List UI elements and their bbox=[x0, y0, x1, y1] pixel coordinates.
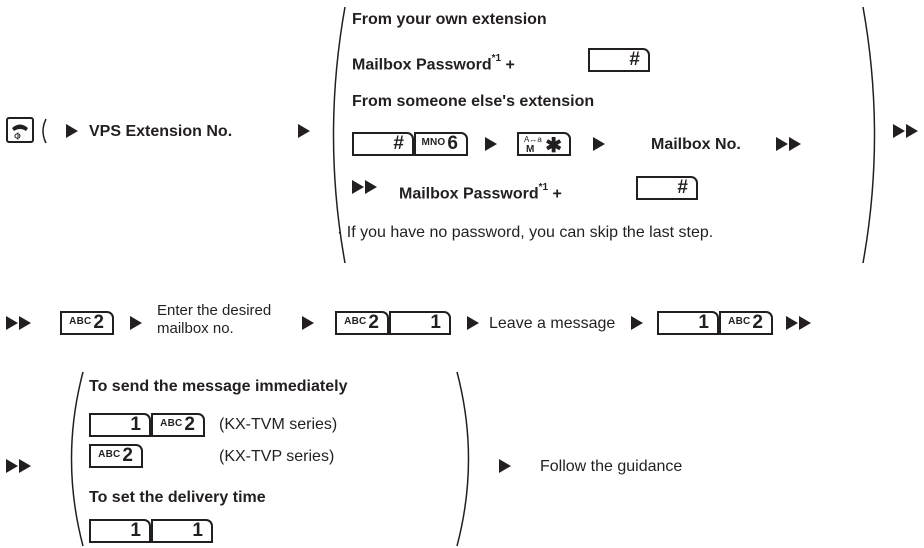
hash-key[interactable]: # bbox=[636, 176, 698, 200]
hash-key[interactable]: # bbox=[352, 132, 414, 156]
vps-extension-label: VPS Extension No. bbox=[89, 123, 233, 140]
arrow-icon bbox=[593, 137, 605, 151]
arrow-icon bbox=[485, 137, 497, 151]
mailbox-password-line-2: Mailbox Password*1 + bbox=[399, 182, 562, 203]
mailbox-password-line-1: Mailbox Password*1 + bbox=[352, 53, 515, 74]
right-paren bbox=[456, 371, 470, 547]
arrow-icon bbox=[631, 316, 643, 330]
delivery-time-heading: To set the delivery time bbox=[89, 489, 266, 506]
star-key[interactable]: A↔a M ✱ bbox=[517, 132, 571, 156]
others-extension-heading: From someone else's extension bbox=[352, 93, 595, 110]
double-arrow-icon bbox=[6, 459, 31, 473]
enter-mailbox-text: Enter the desired mailbox no. bbox=[157, 302, 272, 337]
hash-key[interactable]: # bbox=[588, 48, 650, 72]
send-immediately-heading: To send the message immediately bbox=[89, 378, 348, 395]
tvp-series-label: (KX-TVP series) bbox=[219, 448, 335, 465]
left-paren bbox=[70, 371, 84, 547]
double-arrow-icon bbox=[786, 316, 811, 330]
left-paren bbox=[332, 6, 346, 264]
one-key[interactable]: 1 bbox=[151, 519, 213, 543]
arrow-icon bbox=[66, 124, 78, 138]
arrow-icon bbox=[467, 316, 479, 330]
arrow-icon bbox=[298, 124, 310, 138]
follow-guidance-text: Follow the guidance bbox=[540, 458, 683, 475]
skip-note: · If you have no password, you can skip … bbox=[337, 224, 714, 241]
right-paren bbox=[862, 6, 876, 264]
own-extension-heading: From your own extension bbox=[352, 11, 547, 28]
one-key[interactable]: 1 bbox=[389, 311, 451, 335]
double-arrow-icon bbox=[352, 180, 377, 194]
double-arrow-icon bbox=[893, 124, 918, 138]
arrow-icon bbox=[130, 316, 142, 330]
double-arrow-icon bbox=[776, 137, 801, 151]
leave-message-text: Leave a message bbox=[489, 315, 616, 332]
tvm-series-label: (KX-TVM series) bbox=[219, 416, 338, 433]
phone-offhook-icon bbox=[6, 117, 56, 147]
arrow-icon bbox=[499, 459, 511, 473]
one-key[interactable]: 1 bbox=[89, 413, 151, 437]
arrow-icon bbox=[302, 316, 314, 330]
one-key[interactable]: 1 bbox=[89, 519, 151, 543]
one-key[interactable]: 1 bbox=[657, 311, 719, 335]
mailbox-no-label: Mailbox No. bbox=[651, 136, 741, 153]
double-arrow-icon bbox=[6, 316, 31, 330]
